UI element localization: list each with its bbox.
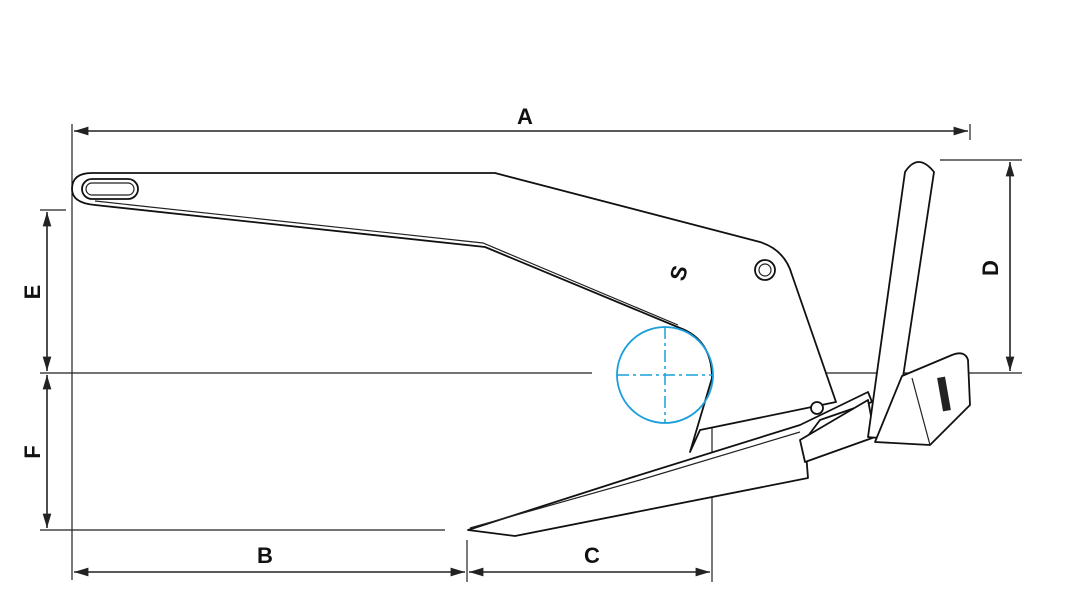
shackle-circle [616, 326, 714, 424]
label-c: C [584, 543, 600, 568]
label-d: D [978, 260, 1003, 276]
label-f: F [20, 445, 45, 458]
shank-pivot-hole [754, 259, 776, 281]
label-b: B [257, 543, 273, 568]
anchor-ballast-block [874, 352, 971, 446]
label-a: A [517, 104, 533, 129]
shank-eye-slot [81, 178, 139, 200]
label-e: E [20, 285, 45, 300]
fluke-pivot [810, 401, 824, 415]
anchor-shank [71, 172, 837, 453]
anchor-fluke [467, 391, 876, 537]
label-s: S [665, 263, 693, 284]
brand-logo [937, 376, 951, 412]
